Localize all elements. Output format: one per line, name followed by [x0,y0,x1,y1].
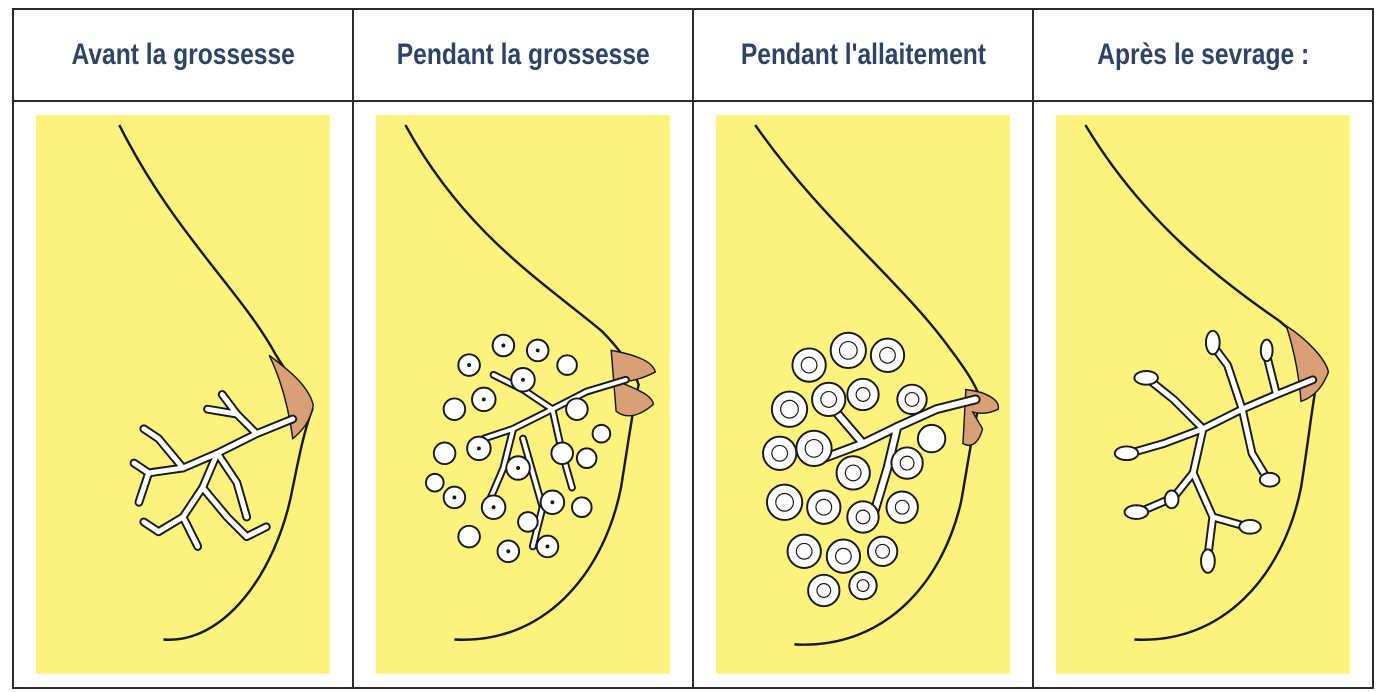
breast-illustration-before [36,110,330,679]
breast-illustration-after [1056,110,1350,679]
column-before-pregnancy: Avant la grossesse [14,10,354,687]
illustration-panel [716,110,1010,679]
column-breastfeeding: Pendant l'allaitement [694,10,1034,687]
breast-illustration-lactation [716,110,1010,679]
column-during-pregnancy: Pendant la grossesse [354,10,694,687]
column-after-weaning: Après le sevrage : [1034,10,1372,687]
illustration-panel [36,110,330,679]
column-title: Pendant la grossesse [397,38,650,72]
breast-illustration-during [376,110,670,679]
illustration-panel [376,110,670,679]
column-title: Pendant l'allaitement [740,38,985,72]
column-header: Avant la grossesse [14,10,352,102]
column-title: Après le sevrage : [1097,38,1309,72]
illustration-panel [1056,110,1350,679]
breast-stages-table: Avant la grossesse [12,8,1374,689]
column-header: Pendant la grossesse [354,10,692,102]
column-header: Après le sevrage : [1034,10,1372,102]
column-title: Avant la grossesse [71,38,294,72]
column-header: Pendant l'allaitement [694,10,1032,102]
